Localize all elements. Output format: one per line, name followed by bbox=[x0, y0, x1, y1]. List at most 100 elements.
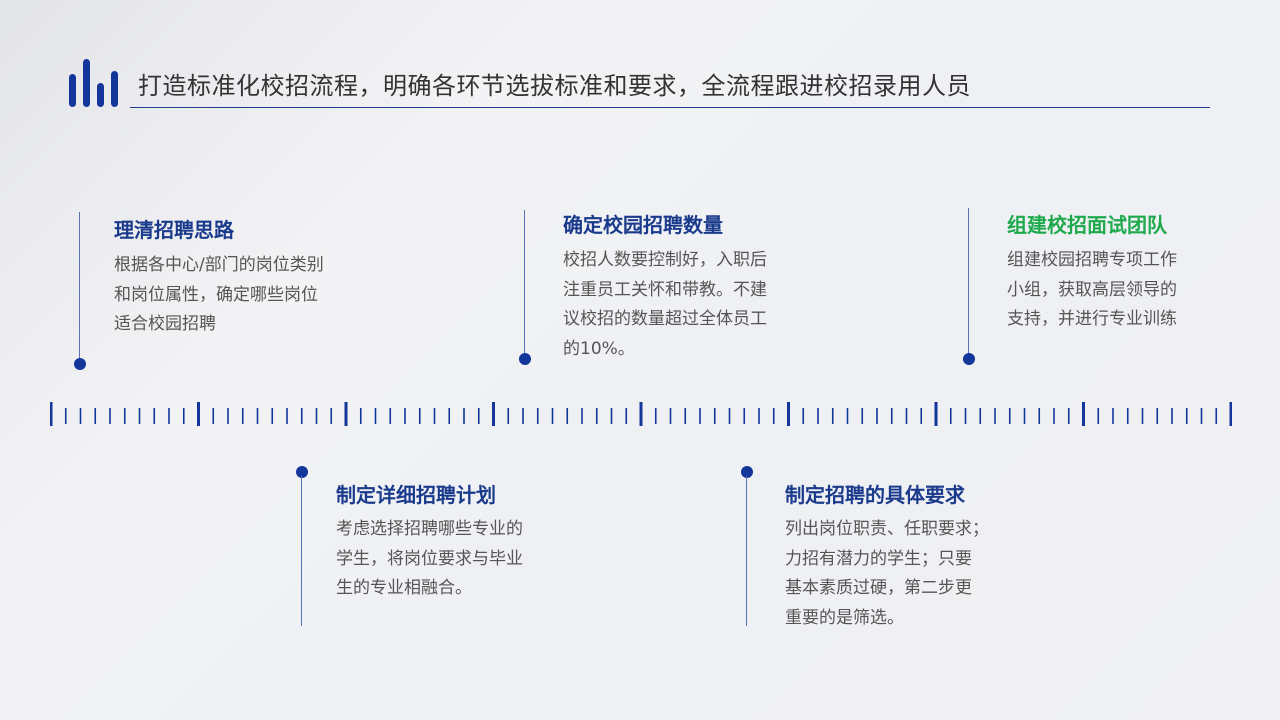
ruler-minor-tick bbox=[1171, 408, 1173, 424]
ruler-minor-tick bbox=[890, 408, 893, 424]
ruler-minor-tick bbox=[433, 408, 436, 424]
ruler-minor-tick bbox=[1141, 408, 1144, 424]
ruler-minor-tick bbox=[625, 408, 628, 424]
ruler-minor-tick bbox=[846, 408, 849, 424]
ruler-minor-tick bbox=[330, 408, 333, 424]
ruler-minor-tick bbox=[315, 408, 318, 424]
step-1-heading: 理清招聘思路 bbox=[114, 218, 234, 242]
ruler-minor-tick bbox=[817, 408, 819, 424]
step-4-text: 列出岗位职责、任职要求； 力招有潜力的学生；只要 基本素质过硬，第二步更 重要的… bbox=[785, 519, 989, 628]
ruler-minor-tick bbox=[404, 408, 406, 424]
ruler-minor-tick bbox=[728, 408, 731, 424]
ruler-minor-tick bbox=[905, 408, 908, 424]
ruler-minor-tick bbox=[713, 408, 716, 424]
ruler-minor-tick bbox=[566, 408, 569, 424]
ruler-minor-tick bbox=[684, 408, 687, 424]
ruler-minor-tick bbox=[876, 408, 878, 424]
ruler-minor-tick bbox=[994, 408, 996, 424]
timeline-dot-4 bbox=[741, 466, 753, 478]
ruler-minor-tick bbox=[669, 408, 672, 424]
ruler-minor-tick bbox=[94, 408, 97, 424]
ruler-minor-tick bbox=[831, 408, 834, 424]
ruler-minor-tick bbox=[1215, 408, 1218, 424]
ruler-minor-tick bbox=[949, 408, 952, 424]
ruler-minor-tick bbox=[1097, 408, 1100, 424]
timeline-ruler bbox=[50, 402, 1232, 426]
ruler-minor-tick bbox=[861, 408, 864, 424]
ruler-major-tick bbox=[492, 402, 495, 426]
connector-line-1 bbox=[79, 212, 80, 362]
ruler-minor-tick bbox=[610, 408, 613, 424]
step-5-text: 组建校园招聘专项工作 小组，获取高层领导的 支持，并进行专业训练 bbox=[1007, 250, 1177, 329]
ruler-minor-tick bbox=[300, 408, 303, 424]
step-4-heading: 制定招聘的具体要求 bbox=[785, 483, 965, 507]
ruler-minor-tick bbox=[418, 408, 421, 424]
step-5-heading: 组建校招面试团队 bbox=[1007, 213, 1167, 237]
ruler-minor-tick bbox=[477, 408, 480, 424]
ruler-minor-tick bbox=[581, 408, 583, 424]
ruler-minor-tick bbox=[109, 408, 111, 424]
ruler-minor-tick bbox=[79, 408, 82, 424]
title-underline bbox=[130, 107, 1210, 108]
step-1-text: 根据各中心/部门的岗位类别 和岗位属性，确定哪些岗位 适合校园招聘 bbox=[114, 255, 324, 334]
page-title: 打造标准化校招流程，明确各环节选拔标准和要求，全流程跟进校招录用人员 bbox=[138, 72, 971, 100]
ruler-minor-tick bbox=[182, 408, 185, 424]
ruler-minor-tick bbox=[920, 408, 923, 424]
ruler-minor-tick bbox=[1200, 408, 1203, 424]
timeline-dot-1 bbox=[74, 358, 86, 370]
ruler-minor-tick bbox=[1156, 408, 1159, 424]
ruler-minor-tick bbox=[227, 408, 229, 424]
ruler-major-tick bbox=[50, 402, 53, 426]
ruler-minor-tick bbox=[522, 408, 524, 424]
ruler-minor-tick bbox=[153, 408, 156, 424]
ruler-major-tick bbox=[639, 402, 643, 426]
ruler-minor-tick bbox=[286, 408, 288, 424]
ruler-major-tick bbox=[934, 402, 938, 426]
bar-chart-logo-icon bbox=[69, 59, 118, 107]
ruler-minor-tick bbox=[979, 408, 982, 424]
ruler-minor-tick bbox=[374, 408, 377, 424]
ruler-minor-tick bbox=[743, 408, 746, 424]
ruler-minor-tick bbox=[463, 408, 465, 424]
ruler-minor-tick bbox=[758, 408, 760, 424]
ruler-major-tick bbox=[197, 402, 200, 426]
ruler-minor-tick bbox=[1053, 408, 1055, 424]
ruler-minor-tick bbox=[699, 408, 701, 424]
ruler-minor-tick bbox=[654, 408, 657, 424]
ruler-minor-tick bbox=[138, 408, 141, 424]
ruler-minor-tick bbox=[1023, 408, 1026, 424]
ruler-minor-tick bbox=[64, 408, 67, 424]
ruler-minor-tick bbox=[212, 408, 215, 424]
connector-line-2 bbox=[301, 476, 302, 626]
ruler-minor-tick bbox=[359, 408, 362, 424]
ruler-major-tick bbox=[344, 402, 348, 426]
ruler-minor-tick bbox=[123, 408, 126, 424]
connector-line-4 bbox=[746, 476, 747, 626]
ruler-minor-tick bbox=[1185, 408, 1188, 424]
step-3-heading: 确定校园招聘数量 bbox=[563, 213, 723, 237]
ruler-major-tick bbox=[1082, 402, 1085, 426]
ruler-major-tick bbox=[787, 402, 790, 426]
step-2-text: 考虑选择招聘哪些专业的 学生，将岗位要求与毕业 生的专业相融合。 bbox=[336, 519, 523, 598]
ruler-minor-tick bbox=[595, 408, 598, 424]
connector-line-3 bbox=[524, 210, 525, 358]
connector-line-5 bbox=[968, 208, 969, 358]
ruler-minor-tick bbox=[802, 408, 805, 424]
ruler-minor-tick bbox=[551, 408, 554, 424]
timeline-dot-5 bbox=[963, 353, 975, 365]
ruler-minor-tick bbox=[256, 408, 259, 424]
ruler-minor-tick bbox=[1008, 408, 1011, 424]
timeline-dot-2 bbox=[296, 466, 308, 478]
ruler-minor-tick bbox=[168, 408, 170, 424]
timeline-dot-3 bbox=[519, 353, 531, 365]
ruler-minor-tick bbox=[448, 408, 451, 424]
ruler-minor-tick bbox=[507, 408, 510, 424]
ruler-minor-tick bbox=[389, 408, 392, 424]
step-2-heading: 制定详细招聘计划 bbox=[336, 483, 496, 507]
ruler-minor-tick bbox=[1126, 408, 1129, 424]
ruler-minor-tick bbox=[1067, 408, 1070, 424]
ruler-minor-tick bbox=[536, 408, 539, 424]
ruler-minor-tick bbox=[1112, 408, 1114, 424]
ruler-minor-tick bbox=[1038, 408, 1041, 424]
ruler-minor-tick bbox=[241, 408, 244, 424]
